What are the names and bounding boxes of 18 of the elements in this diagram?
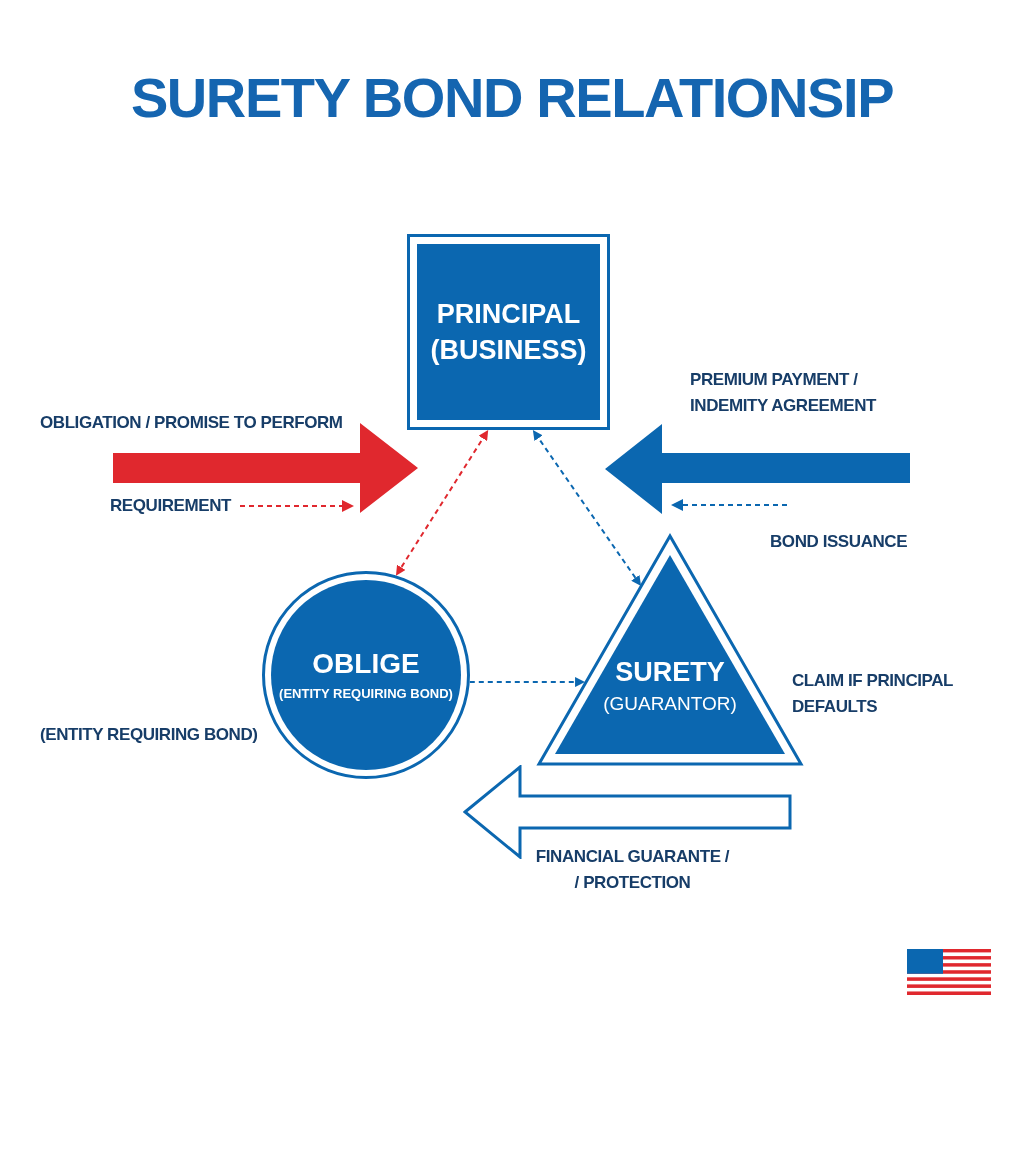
text-label: FINANCIAL GUARANTE / / PROTECTION — [534, 846, 731, 894]
node-title: OBLIGE — [312, 647, 420, 681]
node-title: SURETY — [615, 656, 725, 689]
node-title: PRINCIPAL — [436, 298, 581, 331]
node-subtitle: (ENTITY REQUIRING BOND) — [279, 685, 453, 703]
text-label: CLAIM IF PRINCIPAL DEFAULTS — [792, 670, 954, 718]
text-label: REQUIREMENT — [110, 495, 231, 517]
square-box — [407, 234, 610, 430]
node-caption: (ENTITY REQUIRING BOND) — [40, 724, 258, 746]
node-subtitle: (BUSINESS) — [430, 334, 587, 367]
dotted-connector — [468, 677, 586, 688]
text-label: PREMIUM PAYMENT / INDEMITY AGREEMENT — [690, 369, 878, 417]
text-label: OBLIGATION / PROMISE TO PERFORM — [40, 412, 343, 434]
dotted-connector — [395, 430, 489, 576]
node-subtitle: (GUARANTOR) — [603, 692, 737, 716]
text-label: BOND ISSUANCE — [770, 531, 908, 553]
diagram-title: SURETY BOND RELATIONSIP — [130, 65, 894, 131]
dotted-connector — [532, 430, 642, 586]
